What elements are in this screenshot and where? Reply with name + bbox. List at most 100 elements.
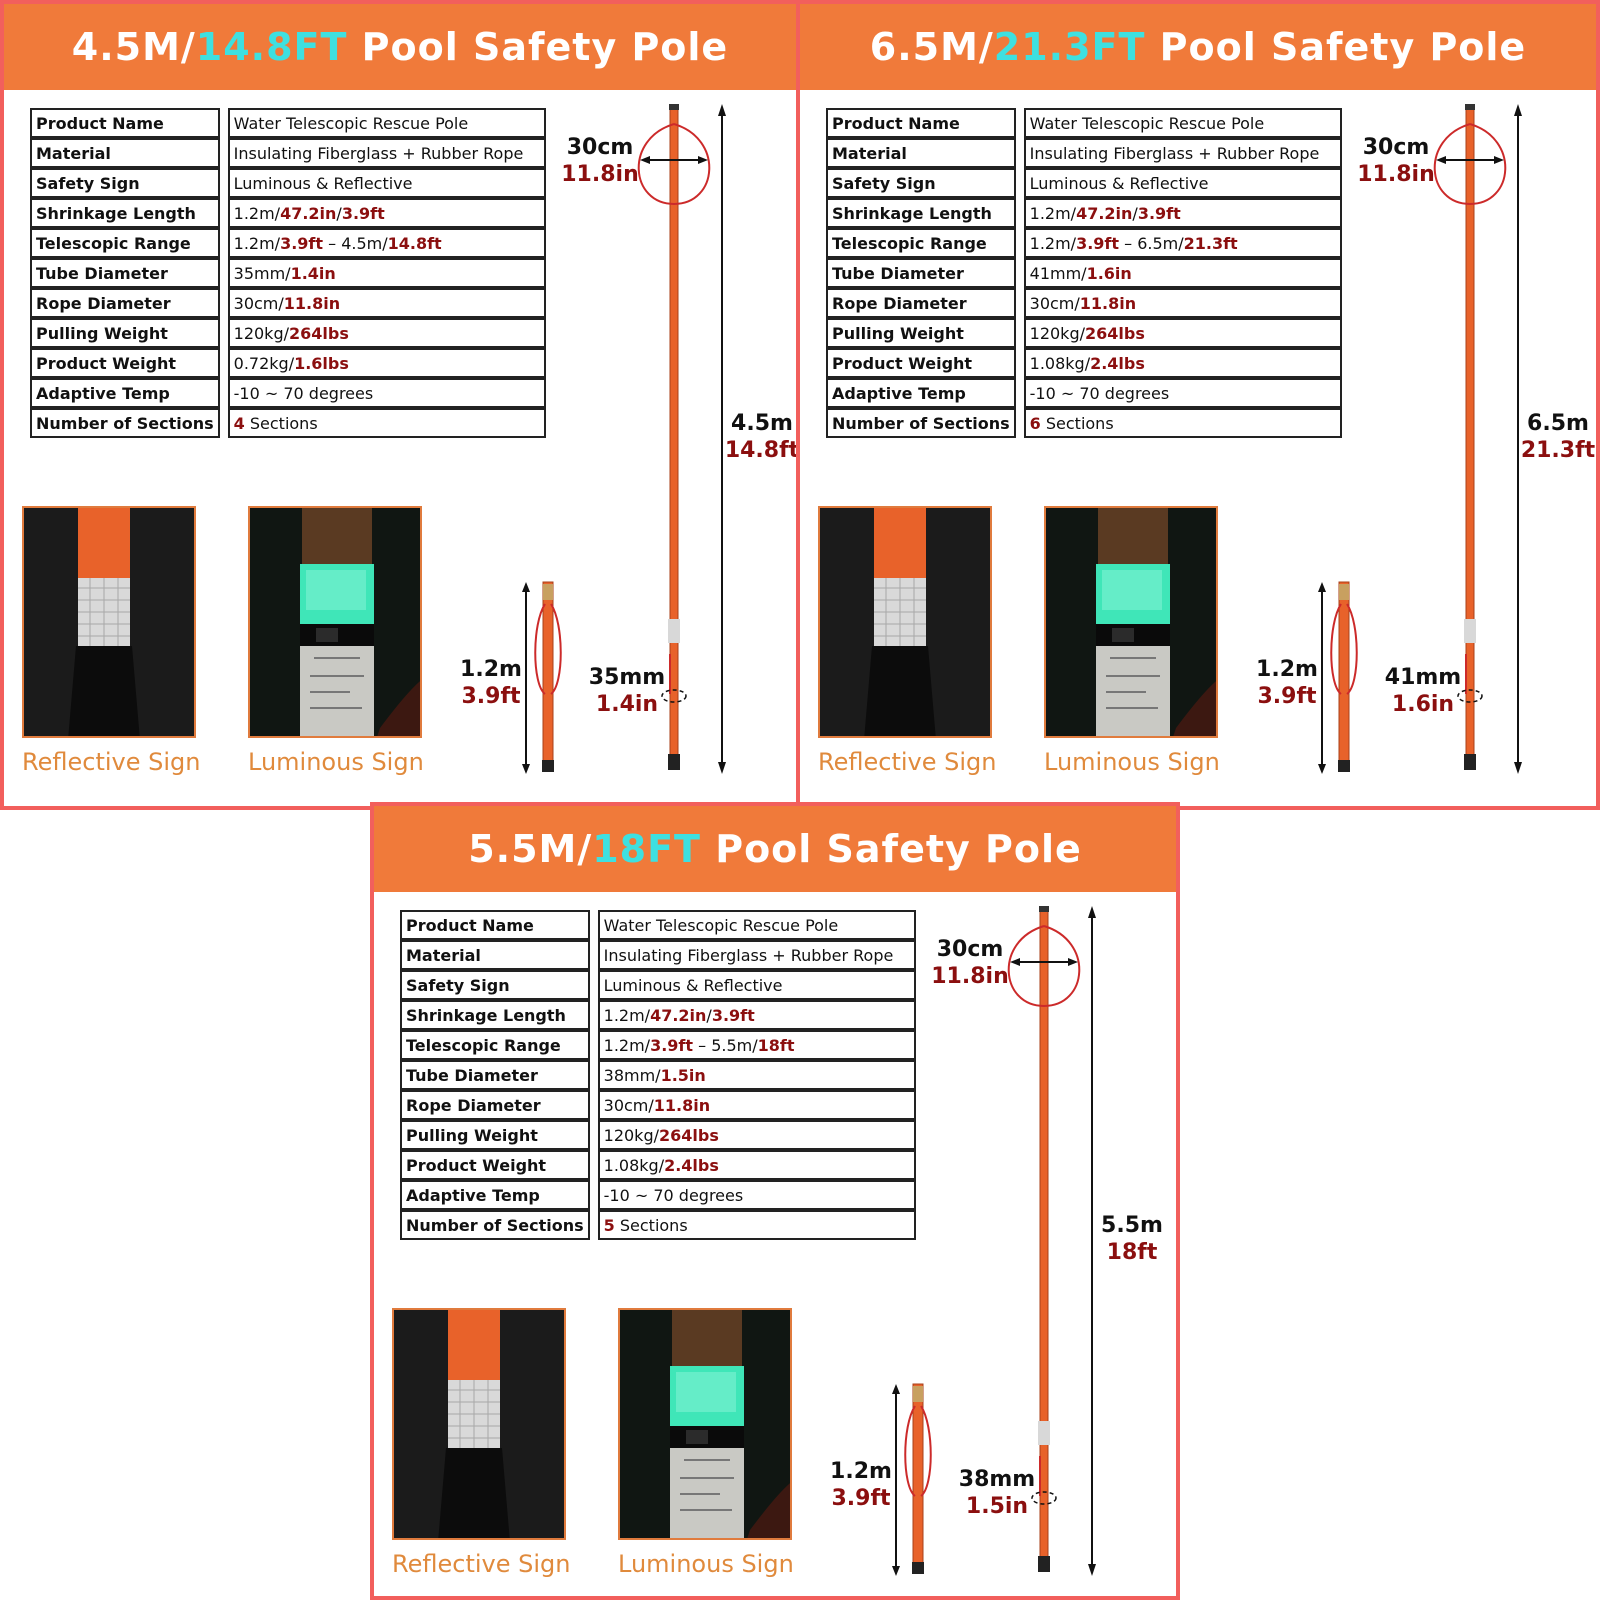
short-pole <box>892 1383 932 1576</box>
spec-value: 1.08kg/2.4lbs <box>597 1150 916 1180</box>
panel-6-5m: 6.5M/21.3FT Pool Safety Pole Product Nam… <box>796 0 1600 810</box>
panel-title: 4.5M/14.8FT Pool Safety Pole <box>4 4 796 90</box>
spec-value: 1.2m/3.9ft – 6.5m/21.3ft <box>1023 228 1342 258</box>
pole-diagram <box>1318 104 1522 774</box>
pole-diagram <box>892 906 1096 1576</box>
spec-label: Safety Sign <box>400 970 590 1000</box>
spec-value: 30cm/11.8in <box>1023 288 1342 318</box>
spec-label: Product Name <box>30 108 220 138</box>
spec-label: Material <box>826 138 1016 168</box>
spec-value: 4 Sections <box>227 408 546 438</box>
spec-label: Product Name <box>826 108 1016 138</box>
spec-label: Pulling Weight <box>400 1120 590 1150</box>
long-pole <box>1433 104 1522 774</box>
long-pole <box>637 104 726 774</box>
spec-value: 1.2m/47.2in/3.9ft <box>227 198 546 228</box>
luminous-sign-photo <box>248 506 422 738</box>
spec-label: Safety Sign <box>30 168 220 198</box>
spec-label: Shrinkage Length <box>400 1000 590 1030</box>
spec-value: 1.2m/3.9ft – 4.5m/14.8ft <box>227 228 546 258</box>
spec-value: Insulating Fiberglass + Rubber Rope <box>1023 138 1342 168</box>
spec-label: Safety Sign <box>826 168 1016 198</box>
spec-value: 1.2m/47.2in/3.9ft <box>597 1000 916 1030</box>
luminous-sign-caption: Luminous Sign <box>248 748 424 776</box>
luminous-sign-caption: Luminous Sign <box>1044 748 1220 776</box>
spec-value: Insulating Fiberglass + Rubber Rope <box>227 138 546 168</box>
spec-value: 1.2m/47.2in/3.9ft <box>1023 198 1342 228</box>
panel-4-5m: 4.5M/14.8FT Pool Safety Pole Product Nam… <box>0 0 800 810</box>
spec-value: 30cm/11.8in <box>227 288 546 318</box>
reflective-sign-photo <box>392 1308 566 1540</box>
spec-value: 6 Sections <box>1023 408 1342 438</box>
spec-label: Telescopic Range <box>826 228 1016 258</box>
spec-label: Rope Diameter <box>400 1090 590 1120</box>
spec-label: Product Name <box>400 910 590 940</box>
spec-label: Number of Sections <box>400 1210 590 1240</box>
reflective-sign-photo <box>22 506 196 738</box>
table-row: Adaptive Temp-10 ~ 70 degrees <box>400 1180 916 1210</box>
spec-value: 120kg/264lbs <box>597 1120 916 1150</box>
spec-label: Telescopic Range <box>400 1030 590 1060</box>
spec-label: Adaptive Temp <box>826 378 1016 408</box>
long-pole <box>1007 906 1096 1576</box>
spec-value: Insulating Fiberglass + Rubber Rope <box>597 940 916 970</box>
spec-label: Pulling Weight <box>826 318 1016 348</box>
short-pole <box>1318 581 1358 774</box>
spec-label: Material <box>30 138 220 168</box>
spec-value: Water Telescopic Rescue Pole <box>1023 108 1342 138</box>
table-row: Adaptive Temp-10 ~ 70 degrees <box>826 378 1342 408</box>
spec-value: Water Telescopic Rescue Pole <box>597 910 916 940</box>
luminous-sign-photo <box>1044 506 1218 738</box>
spec-value: Luminous & Reflective <box>1023 168 1342 198</box>
short-pole <box>522 581 562 774</box>
spec-label: Tube Diameter <box>30 258 220 288</box>
spec-value: 120kg/264lbs <box>1023 318 1342 348</box>
spec-label: Tube Diameter <box>826 258 1016 288</box>
table-row: Adaptive Temp-10 ~ 70 degrees <box>30 378 546 408</box>
spec-label: Product Weight <box>400 1150 590 1180</box>
panel-title: 5.5M/18FT Pool Safety Pole <box>374 806 1176 892</box>
luminous-sign-caption: Luminous Sign <box>618 1550 794 1578</box>
spec-value: 5 Sections <box>597 1210 916 1240</box>
spec-label: Adaptive Temp <box>30 378 220 408</box>
reflective-sign-caption: Reflective Sign <box>818 748 997 776</box>
spec-value: 35mm/1.4in <box>227 258 546 288</box>
spec-label: Adaptive Temp <box>400 1180 590 1210</box>
luminous-sign-photo <box>618 1308 792 1540</box>
pole-diagram <box>522 104 726 774</box>
spec-label: Shrinkage Length <box>826 198 1016 228</box>
reflective-sign-caption: Reflective Sign <box>22 748 201 776</box>
